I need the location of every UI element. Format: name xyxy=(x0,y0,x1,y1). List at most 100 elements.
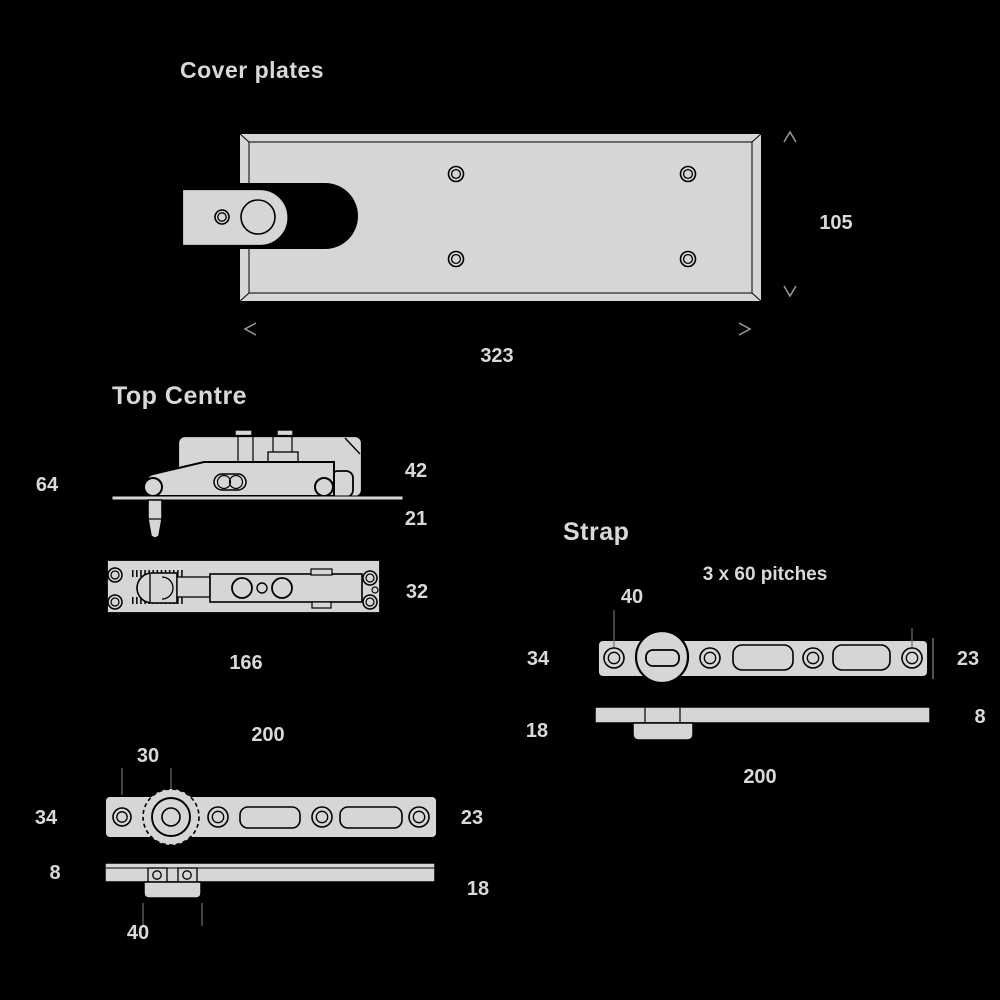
adjuster-bar xyxy=(176,576,211,598)
screw-hole-inner xyxy=(806,651,820,665)
bottom-strap-boss-width-dim: 40 xyxy=(127,922,149,944)
screw-hole xyxy=(603,647,625,669)
strap-slot xyxy=(832,644,891,671)
screw-hole xyxy=(447,250,465,268)
bottom-strap-end-width-dim: 23 xyxy=(461,807,483,829)
screw-hole-inner xyxy=(110,570,120,580)
cover-plates-title: Cover plates xyxy=(180,57,324,83)
top-centre-body-width-dim: 32 xyxy=(406,581,428,603)
body-tab xyxy=(310,568,333,576)
bottom-strap-width-dim: 34 xyxy=(35,807,58,829)
screw-hole-inner xyxy=(412,810,426,824)
top-centre-section: Top Centre xyxy=(36,382,428,674)
bevel-corner xyxy=(238,132,250,143)
bottom-strap-thickness-dim: 8 xyxy=(49,862,60,884)
screw-hole-inner xyxy=(450,168,462,180)
bevel-corner xyxy=(751,132,763,143)
strap-section: Strap 3 x 60 pitches 40 34 23 xyxy=(526,518,986,788)
screw-hole xyxy=(311,806,333,828)
spindle-hole xyxy=(240,199,276,235)
screw-hole-inner xyxy=(315,810,329,824)
top-centre-side-view: 64 42 21 xyxy=(36,429,427,539)
pivot-boss xyxy=(151,797,191,837)
strap-title: Strap xyxy=(563,518,629,546)
screw-hole xyxy=(362,570,378,586)
strap-slot xyxy=(732,644,794,671)
screw-hole xyxy=(362,594,378,610)
cover-plate-length-dim: 323 xyxy=(480,345,513,367)
screw-hole xyxy=(679,165,697,183)
boss-block xyxy=(177,867,198,883)
bevel-corner xyxy=(751,292,763,303)
pivot-pin-head xyxy=(143,477,163,497)
body-hole xyxy=(271,577,293,599)
top-centre-body-height-dim: 42 xyxy=(405,460,427,482)
arm-slot-circle xyxy=(228,474,244,490)
screw-hole-inner xyxy=(682,168,694,180)
screw-hole xyxy=(802,647,824,669)
spindle-cover-plate xyxy=(180,187,290,248)
screw-hole-inner xyxy=(116,811,128,823)
screw-hole-inner xyxy=(703,651,717,665)
dim-arrow-up xyxy=(783,130,797,143)
strap-width-dim: 34 xyxy=(527,648,550,670)
strap-boss-height-dim: 18 xyxy=(526,720,548,742)
bottom-strap-boss-height-dim: 18 xyxy=(467,878,489,900)
cover-plate-height-dim: 105 xyxy=(819,212,852,234)
boss-flange xyxy=(632,722,694,741)
boss-block xyxy=(147,867,168,883)
adjuster-fork xyxy=(136,572,178,604)
strap-end-width-dim: 23 xyxy=(957,648,979,670)
bottom-strap-side-view: 8 18 40 xyxy=(49,862,489,944)
screw-hole-inner xyxy=(211,810,225,824)
screw-hole xyxy=(107,594,123,610)
strap-plan-view: 34 23 xyxy=(527,610,979,685)
screw-hole xyxy=(214,209,230,225)
spindle-slot xyxy=(645,649,680,667)
screw-hole-inner xyxy=(905,651,919,665)
pivot-hole xyxy=(161,807,181,827)
top-centre-plan-view: 32 166 xyxy=(106,559,428,674)
boss-screw xyxy=(152,870,162,880)
body-hole xyxy=(231,577,253,599)
screw-hole xyxy=(679,250,697,268)
screw-hole xyxy=(112,807,132,827)
cover-plates-section: Cover plates 105 xyxy=(180,57,853,367)
strap-pitch-label: 3 x 60 pitches xyxy=(703,564,828,585)
screw-hole-inner xyxy=(607,651,621,665)
strap-boss-offset-dim: 40 xyxy=(621,586,643,608)
arm-roller xyxy=(314,477,334,497)
dim-arrow-down xyxy=(783,285,797,298)
arm-slot-circle xyxy=(216,474,232,490)
screw-hole-inner xyxy=(365,573,375,583)
top-centre-body-length-dim: 166 xyxy=(229,652,262,674)
housing-chamfer xyxy=(344,437,361,455)
strap-slot xyxy=(239,806,301,829)
strap-slot xyxy=(339,806,403,829)
bottom-strap-length-dim: 200 xyxy=(251,724,284,746)
fork-arc xyxy=(161,576,174,600)
screw-hole xyxy=(207,806,229,828)
small-hole xyxy=(371,586,379,594)
screw-hole-inner xyxy=(217,212,227,222)
dim-arrow-left xyxy=(243,322,257,336)
screw-hole-inner xyxy=(682,253,694,265)
screw-hole-inner xyxy=(450,253,462,265)
strap-bar-edge xyxy=(594,706,931,724)
bottom-strap-section: 200 30 34 23 xyxy=(35,724,489,944)
top-centre-pin-length-dim: 21 xyxy=(405,508,427,530)
strap-length-dim: 200 xyxy=(743,766,776,788)
screw-hole-inner xyxy=(365,597,375,607)
boss-flange xyxy=(143,881,202,899)
body-small-hole xyxy=(256,582,268,594)
screw-hole xyxy=(901,647,923,669)
screw-hole xyxy=(447,165,465,183)
screw-hole-inner xyxy=(110,597,120,607)
bottom-strap-plan-view: 34 23 xyxy=(35,768,483,846)
screw-hole xyxy=(107,567,123,583)
top-centre-title: Top Centre xyxy=(112,382,247,410)
strap-thickness-dim: 8 xyxy=(974,706,985,728)
bottom-strap-hole-offset-dim: 30 xyxy=(137,745,159,767)
